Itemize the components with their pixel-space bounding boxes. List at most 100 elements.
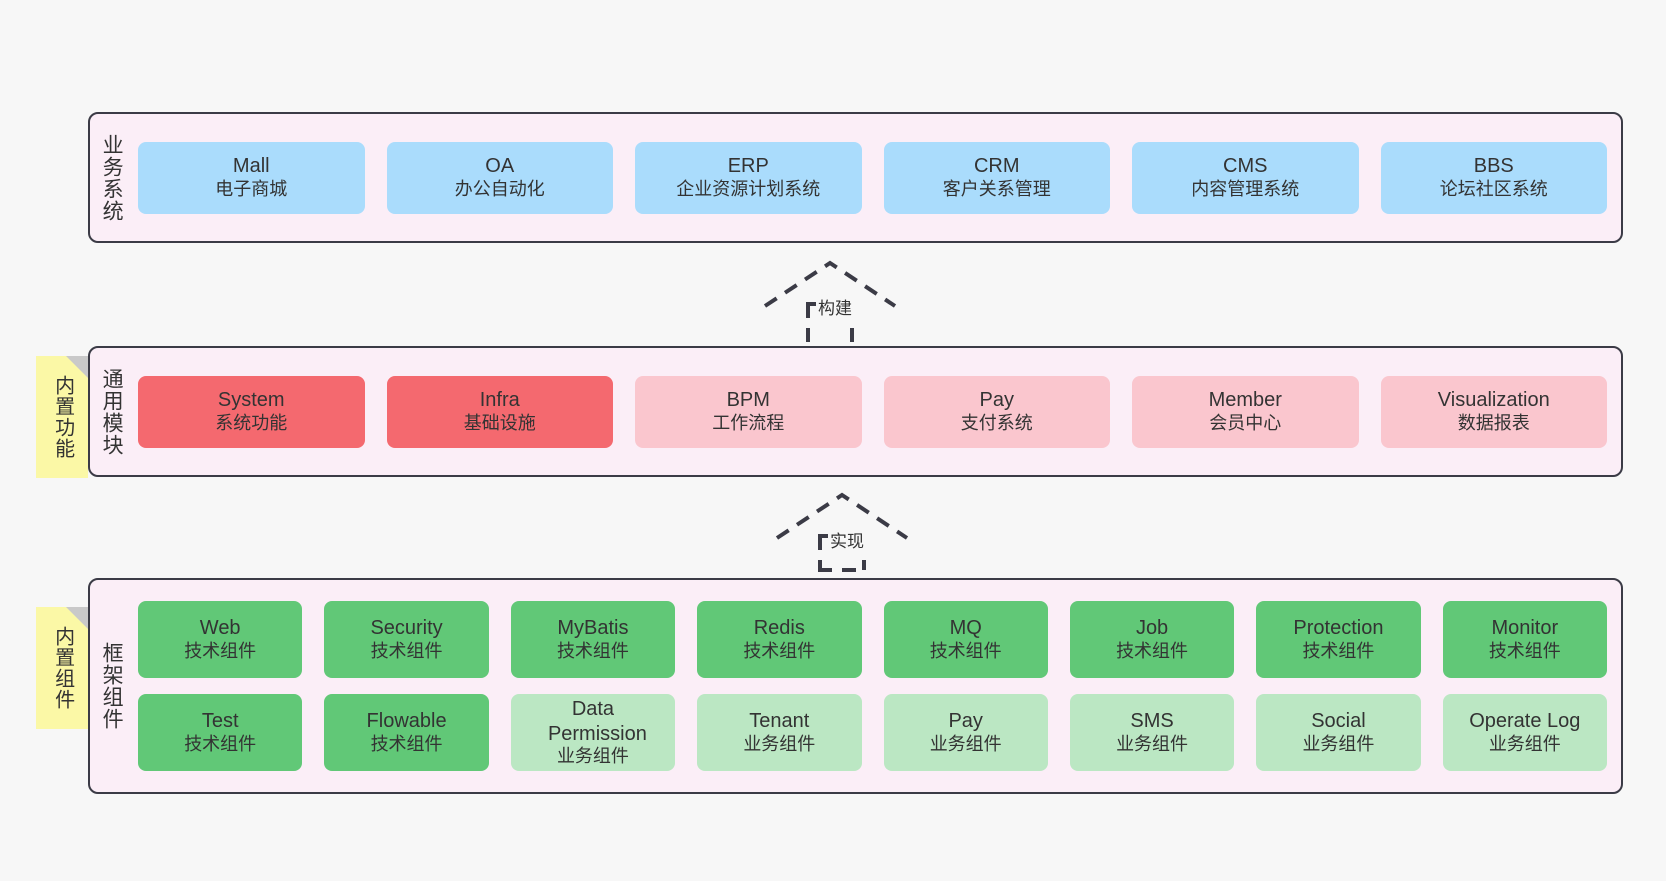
node-pay[interactable]: Pay 支付系统 [883,375,1110,448]
node-cms[interactable]: CMS 内容管理系统 [1132,141,1359,214]
node-subtitle: 业务组件 [1488,733,1561,754]
node-row: System 系统功能 Infra 基础设施 BPM 工作流程 Pay 支付系统… [138,375,1607,448]
node-title: Tenant [749,710,810,733]
note-builtin-component: 内置组件 [36,607,88,729]
node-job[interactable]: Job 技术组件 [1069,601,1235,678]
node-title: MyBatis [557,617,629,640]
node-title: ERP [727,155,769,178]
node-security[interactable]: Security 技术组件 [324,601,489,678]
node-social[interactable]: Social 业务组件 [1256,694,1421,771]
layer-body-framework-component: Web 技术组件 Security 技术组件 MyBatis 技术组件 Redi… [132,580,1621,792]
node-mybatis[interactable]: MyBatis 技术组件 [510,601,676,678]
node-title: BBS [1473,155,1514,178]
note-label: 内置组件 [51,626,74,710]
node-subtitle: 数据报表 [1457,412,1530,433]
node-subtitle: 业务组件 [556,745,629,766]
node-system[interactable]: System 系统功能 [138,375,365,448]
note-builtin-function: 内置功能 [36,356,88,478]
node-subtitle: 电子商城 [215,178,288,199]
note-label: 内置功能 [51,375,74,459]
node-subtitle: 技术组件 [556,640,629,661]
node-tenant[interactable]: Tenant 业务组件 [697,694,862,771]
node-subtitle: 办公自动化 [454,178,545,199]
node-title: Operate Log [1469,710,1581,733]
node-test[interactable]: Test 技术组件 [138,694,303,771]
node-title: BPM [726,389,770,412]
node-operate-log[interactable]: Operate Log 业务组件 [1442,694,1607,771]
node-subtitle: 工作流程 [712,412,785,433]
dashed-hollow-arrow-up-icon [775,492,909,572]
layer-business-system: 业务系统 Mall 电子商城 OA 办公自动化 ERP 企业资源计划系统 CRM… [88,112,1623,243]
node-subtitle: 业务组件 [929,733,1002,754]
node-title: CRM [973,155,1020,178]
node-title: System [217,389,285,412]
node-subtitle: 技术组件 [1116,640,1189,661]
node-subtitle: 企业资源计划系统 [676,178,821,199]
node-title: Test [201,710,239,733]
node-title: Flowable [366,710,447,733]
node-visualization[interactable]: Visualization 数据报表 [1380,375,1607,448]
node-bbs[interactable]: BBS 论坛社区系统 [1380,141,1607,214]
node-monitor[interactable]: Monitor 技术组件 [1442,601,1607,678]
node-subtitle: 支付系统 [960,412,1033,433]
node-row: Mall 电子商城 OA 办公自动化 ERP 企业资源计划系统 CRM 客户关系… [138,141,1607,214]
connector-label-build: 构建 [816,294,854,319]
node-oa[interactable]: OA 办公自动化 [386,141,613,214]
node-web[interactable]: Web 技术组件 [138,601,303,678]
node-subtitle: 技术组件 [370,640,443,661]
node-title: Redis [753,617,805,640]
node-erp[interactable]: ERP 企业资源计划系统 [635,141,862,214]
node-subtitle: 业务组件 [1116,733,1189,754]
node-subtitle: 客户关系管理 [942,178,1051,199]
node-subtitle: 业务组件 [743,733,816,754]
node-title: SMS [1130,710,1174,733]
node-data-permission[interactable]: Data Permission 业务组件 [510,694,676,771]
node-subtitle: 技术组件 [929,640,1002,661]
node-subtitle: 会员中心 [1209,412,1282,433]
node-title: Social [1311,710,1366,733]
note-fold-corner-icon [66,607,88,629]
node-crm[interactable]: CRM 客户关系管理 [883,141,1110,214]
node-title: Pay [948,710,983,733]
node-subtitle: 系统功能 [215,412,288,433]
connector-build: 构建 [760,258,910,353]
node-subtitle: 技术组件 [370,733,443,754]
layer-framework-component: 框架组件 Web 技术组件 Security 技术组件 MyBatis 技术组件… [88,578,1623,794]
node-title: Security [370,617,443,640]
layer-body-business-system: Mall 电子商城 OA 办公自动化 ERP 企业资源计划系统 CRM 客户关系… [132,114,1621,241]
node-member[interactable]: Member 会员中心 [1132,375,1359,448]
node-subtitle: 技术组件 [743,640,816,661]
node-bpm[interactable]: BPM 工作流程 [635,375,862,448]
node-title: Data Permission [547,698,647,745]
node-flowable[interactable]: Flowable 技术组件 [324,694,489,771]
layer-common-module: 通用模块 System 系统功能 Infra 基础设施 BPM 工作流程 Pay… [88,346,1623,477]
node-mq[interactable]: MQ 技术组件 [883,601,1048,678]
node-infra[interactable]: Infra 基础设施 [386,375,613,448]
layer-body-common-module: System 系统功能 Infra 基础设施 BPM 工作流程 Pay 支付系统… [132,348,1621,475]
node-row: Web 技术组件 Security 技术组件 MyBatis 技术组件 Redi… [138,601,1607,678]
node-mall[interactable]: Mall 电子商城 [138,141,365,214]
node-title: Mall [232,155,270,178]
node-subtitle: 技术组件 [184,733,257,754]
node-subtitle: 论坛社区系统 [1439,178,1548,199]
layer-title-framework-component: 框架组件 [100,642,124,730]
node-title: MQ [949,617,982,640]
node-sms[interactable]: SMS 业务组件 [1069,694,1235,771]
node-protection[interactable]: Protection 技术组件 [1256,601,1421,678]
node-title: Job [1135,617,1169,640]
node-title: CMS [1223,155,1268,178]
node-subtitle: 基础设施 [463,412,536,433]
node-subtitle: 业务组件 [1302,733,1375,754]
layer-title-business-system: 业务系统 [100,133,124,222]
connector-label-implement: 实现 [828,527,866,552]
node-pay-component[interactable]: Pay 业务组件 [883,694,1048,771]
node-subtitle: 技术组件 [1302,640,1375,661]
node-title: OA [485,155,515,178]
node-title: Member [1208,389,1282,412]
node-redis[interactable]: Redis 技术组件 [697,601,862,678]
node-title: Monitor [1491,617,1559,640]
node-title: Protection [1293,617,1384,640]
node-title: Pay [979,389,1014,412]
node-subtitle: 内容管理系统 [1191,178,1300,199]
